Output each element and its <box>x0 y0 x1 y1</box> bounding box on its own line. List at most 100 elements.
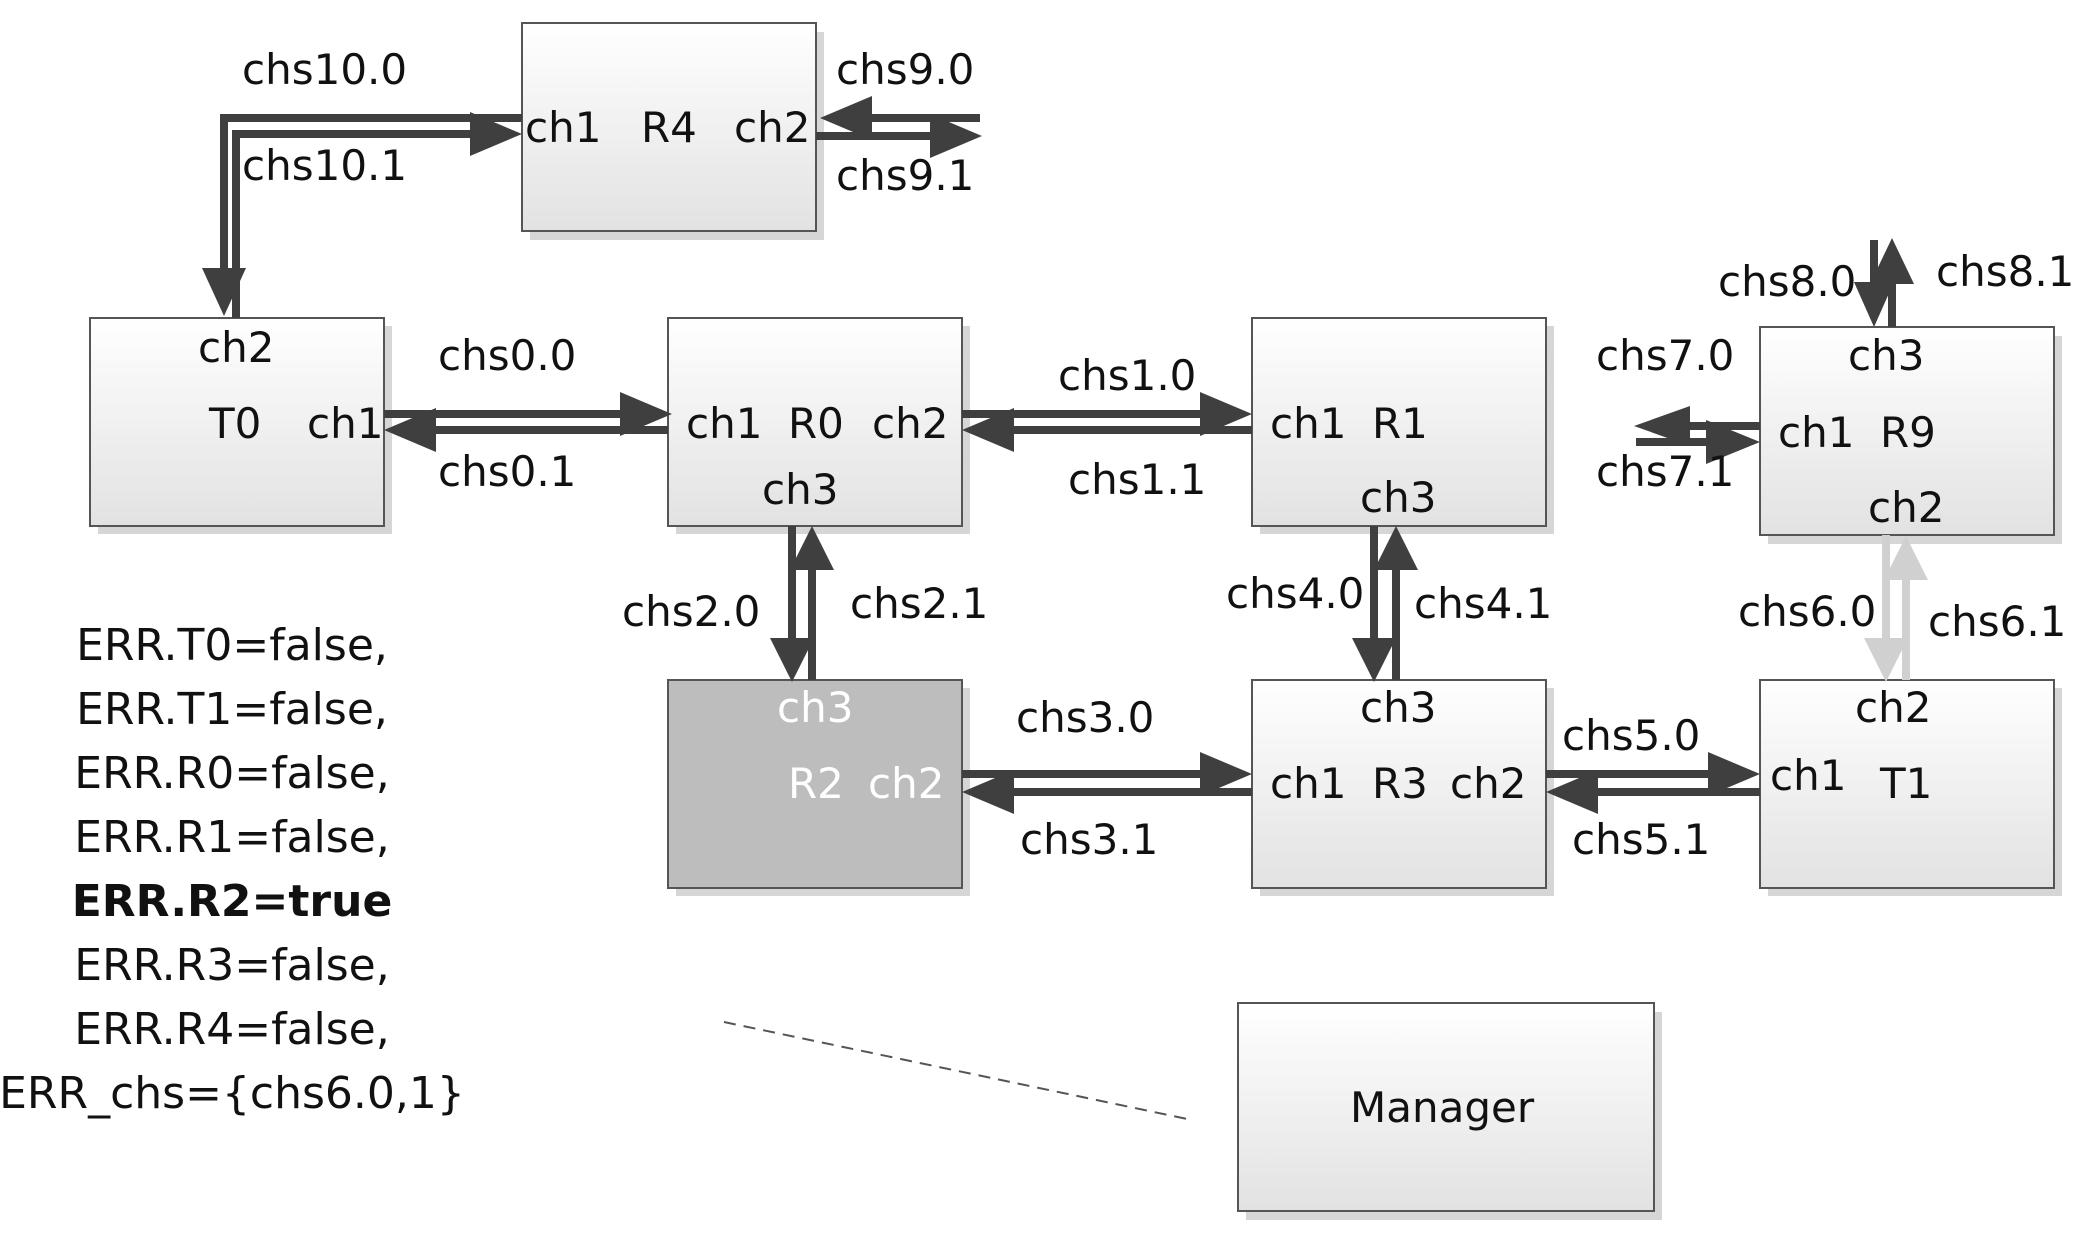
node-r4-name: R4 <box>641 103 697 152</box>
chs2-0-label: chs2.0 <box>622 587 760 636</box>
node-r0[interactable]: ch1 R0 ch2 ch3 <box>667 317 970 534</box>
channel-chs3[interactable]: chs3.0 chs3.1 <box>962 693 1252 864</box>
channel-chs4[interactable]: chs4.0 chs4.1 <box>1226 526 1552 682</box>
chs5-1-label: chs5.1 <box>1572 815 1710 864</box>
chs7-0-label: chs7.0 <box>1596 331 1734 380</box>
node-r2-port-ch3: ch3 <box>777 683 853 732</box>
chs4-1-label: chs4.1 <box>1414 579 1552 628</box>
chs10-1-arrowhead <box>470 112 522 156</box>
node-r2-name: R2 <box>788 759 844 808</box>
channel-chs8[interactable]: chs8.0 chs8.1 <box>1718 238 2074 327</box>
chs9-0-label: chs9.0 <box>836 45 974 94</box>
chs6-1-arrowhead <box>1884 536 1928 580</box>
chs3-0-label: chs3.0 <box>1016 693 1154 742</box>
node-r3-name: R3 <box>1372 759 1428 808</box>
channel-chs1[interactable]: chs1.0 chs1.1 <box>962 351 1252 504</box>
node-r0-port-ch2: ch2 <box>872 399 948 448</box>
node-t0-port-ch1: ch1 <box>307 399 383 448</box>
node-t1-box <box>1759 679 2055 889</box>
channel-chs7[interactable]: chs7.0 chs7.1 <box>1596 331 1760 496</box>
chs7-1-label: chs7.1 <box>1596 447 1734 496</box>
node-r2-port-ch2: ch2 <box>868 759 944 808</box>
node-t1[interactable]: ch2 ch1 T1 <box>1759 679 2062 896</box>
channel-chs10[interactable]: chs10.0 chs10.1 <box>202 45 522 318</box>
chs3-1-label: chs3.1 <box>1020 815 1158 864</box>
node-t0[interactable]: ch2 T0 ch1 <box>89 317 392 534</box>
node-r9-box <box>1759 326 2055 536</box>
status-line: ERR_chs={chs6.0,1} <box>0 1068 465 1119</box>
status-line: ERR.T1=false, <box>76 684 388 735</box>
chs0-1-arrowhead <box>384 408 436 452</box>
status-line: ERR.R0=false, <box>74 748 389 799</box>
node-t1-port-ch1: ch1 <box>1770 751 1846 800</box>
node-r3-port-ch2: ch2 <box>1450 759 1526 808</box>
chs5-0-arrowhead <box>1708 752 1760 796</box>
node-t1-port-ch2: ch2 <box>1855 683 1931 732</box>
chs0-0-label: chs0.0 <box>438 331 576 380</box>
chs6-0-label: chs6.0 <box>1738 587 1876 636</box>
chs2-1-arrowhead <box>790 526 834 570</box>
node-r0-port-ch1: ch1 <box>686 399 762 448</box>
chs7-1-arrowhead <box>1706 420 1760 464</box>
channel-chs9[interactable]: chs9.0 chs9.1 <box>816 45 982 200</box>
chs2-0-arrowhead <box>770 638 814 682</box>
node-r9-name: R9 <box>1880 408 1936 457</box>
chs7-0-arrowhead <box>1634 406 1690 446</box>
status-line: ERR.T0=false, <box>76 620 388 671</box>
channel-chs5[interactable]: chs5.0 chs5.1 <box>1546 711 1760 864</box>
chs10-1-line <box>232 130 486 318</box>
channel-chs6[interactable]: chs6.0 chs6.1 <box>1738 535 2066 682</box>
chs8-0-arrowhead <box>1854 282 1894 327</box>
status-line-highlight: ERR.R2=true <box>72 876 393 927</box>
node-r1-port-ch3: ch3 <box>1360 473 1436 522</box>
node-r0-name: R0 <box>788 399 844 448</box>
node-r4-port-ch1: ch1 <box>525 103 601 152</box>
chs3-1-arrowhead <box>962 770 1014 814</box>
chs1-0-label: chs1.0 <box>1058 351 1196 400</box>
chs1-1-arrowhead <box>962 408 1014 452</box>
chs4-0-label: chs4.0 <box>1226 569 1364 618</box>
chs8-1-label: chs8.1 <box>1936 247 2074 296</box>
channel-chs2[interactable]: chs2.0 chs2.1 <box>622 526 988 682</box>
status-line: ERR.R1=false, <box>74 812 389 863</box>
chs4-0-arrowhead <box>1352 638 1396 682</box>
node-r3-box <box>1251 679 1547 889</box>
chs5-0-label: chs5.0 <box>1562 711 1700 760</box>
chs6-1-label: chs6.1 <box>1928 597 2066 646</box>
status-line: ERR.R3=false, <box>74 940 389 991</box>
chs6-0-arrowhead <box>1864 638 1908 682</box>
node-r3-port-ch1: ch1 <box>1270 759 1346 808</box>
channel-chs0[interactable]: chs0.0 chs0.1 <box>384 331 672 496</box>
chs2-1-label: chs2.1 <box>850 579 988 628</box>
node-manager[interactable]: Manager <box>1237 1002 1662 1220</box>
node-r2[interactable]: ch3 R2 ch2 <box>667 679 970 896</box>
node-r4-box <box>521 22 817 232</box>
node-r3-port-ch3: ch3 <box>1360 683 1436 732</box>
node-t0-port-ch2: ch2 <box>198 323 274 372</box>
chs10-1-label: chs10.1 <box>242 141 407 190</box>
node-r9-port-ch3: ch3 <box>1848 331 1924 380</box>
chs1-1-label: chs1.1 <box>1068 455 1206 504</box>
node-r1[interactable]: ch1 R1 ch3 <box>1251 317 1554 534</box>
node-r0-port-ch3: ch3 <box>762 465 838 514</box>
node-r9[interactable]: ch3 ch1 R9 ch2 <box>1759 326 2062 544</box>
chs5-1-arrowhead <box>1546 770 1598 814</box>
chs4-1-arrowhead <box>1374 526 1418 570</box>
chs3-0-arrowhead <box>1200 752 1252 796</box>
node-manager-box <box>1237 1002 1655 1212</box>
chs10-0-line <box>220 114 522 296</box>
chs0-1-label: chs0.1 <box>438 447 576 496</box>
node-r3[interactable]: ch3 ch1 R3 ch2 <box>1251 679 1554 896</box>
node-r1-name: R1 <box>1372 399 1428 448</box>
chs1-0-arrowhead <box>1200 392 1252 436</box>
node-r9-port-ch1: ch1 <box>1778 408 1854 457</box>
chs9-1-label: chs9.1 <box>836 151 974 200</box>
node-r4[interactable]: ch1 R4 ch2 <box>521 22 824 240</box>
error-status-list: ERR.T0=false, ERR.T1=false, ERR.R0=false… <box>0 620 465 1119</box>
node-manager-name: Manager <box>1350 1083 1535 1132</box>
node-r4-port-ch2: ch2 <box>734 103 810 152</box>
node-t0-name: T0 <box>208 399 261 448</box>
node-r1-port-ch1: ch1 <box>1270 399 1346 448</box>
chs8-1-arrowhead <box>1870 238 1914 284</box>
